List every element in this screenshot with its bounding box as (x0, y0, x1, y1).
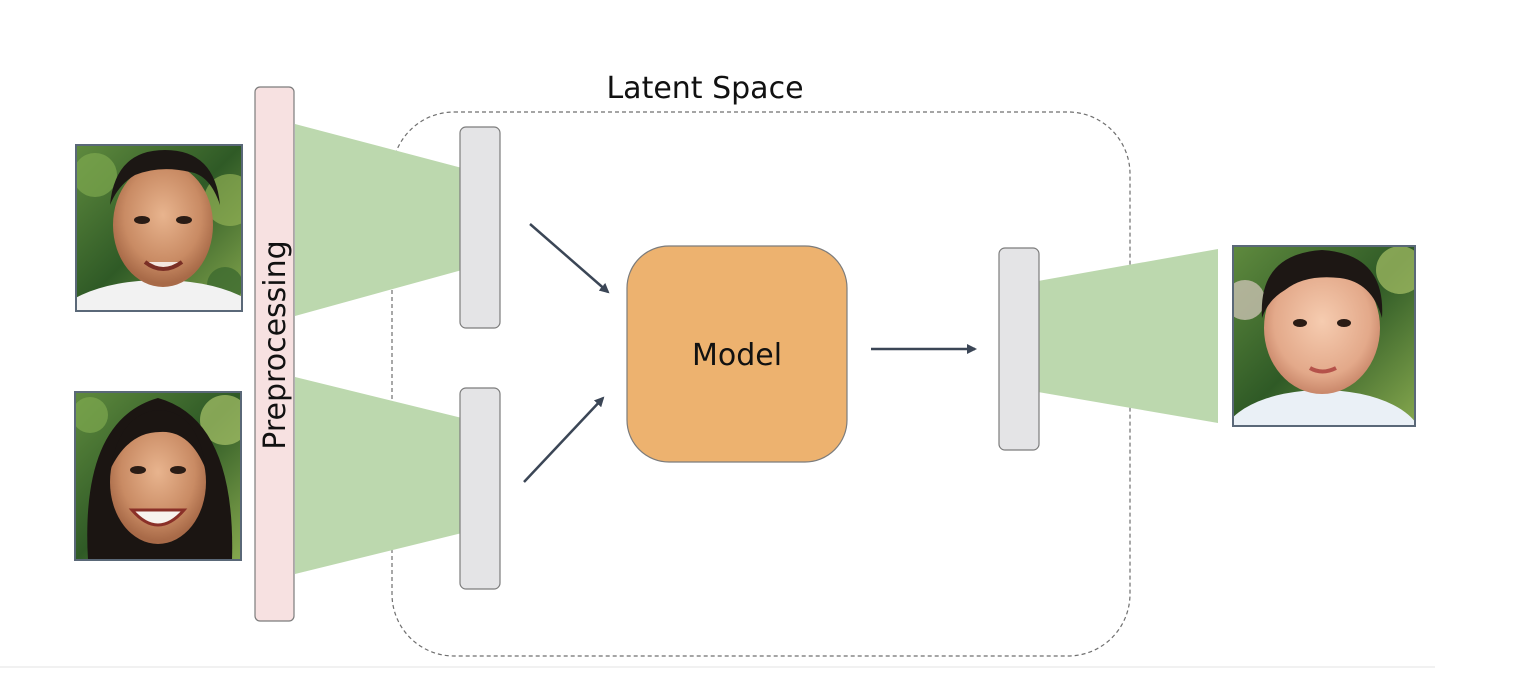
input-face-woman-frame (74, 391, 242, 561)
input-face-man-image (76, 145, 242, 311)
encoder-bottom (295, 377, 462, 574)
output-face-child-image (1233, 246, 1415, 426)
model-label: Model (692, 338, 782, 373)
input-face-man-frame (75, 144, 243, 312)
model-box (626, 245, 848, 463)
latent-space-label: Latent Space (606, 71, 803, 106)
preprocessing-bar (254, 86, 295, 622)
arrow-bottom-to-model (523, 396, 605, 483)
latent-vector-bottom (459, 387, 501, 590)
output-face-child-frame (1232, 245, 1416, 427)
input-face-woman-image (75, 392, 241, 560)
latent-space-region (391, 111, 1131, 657)
preprocessing-label: Preprocessing (258, 240, 293, 449)
decoder (1038, 249, 1218, 423)
arrow-top-to-model (529, 223, 610, 294)
latent-vector-top (459, 126, 501, 329)
latent-vector-output (998, 247, 1040, 451)
encoder-top (295, 124, 462, 316)
